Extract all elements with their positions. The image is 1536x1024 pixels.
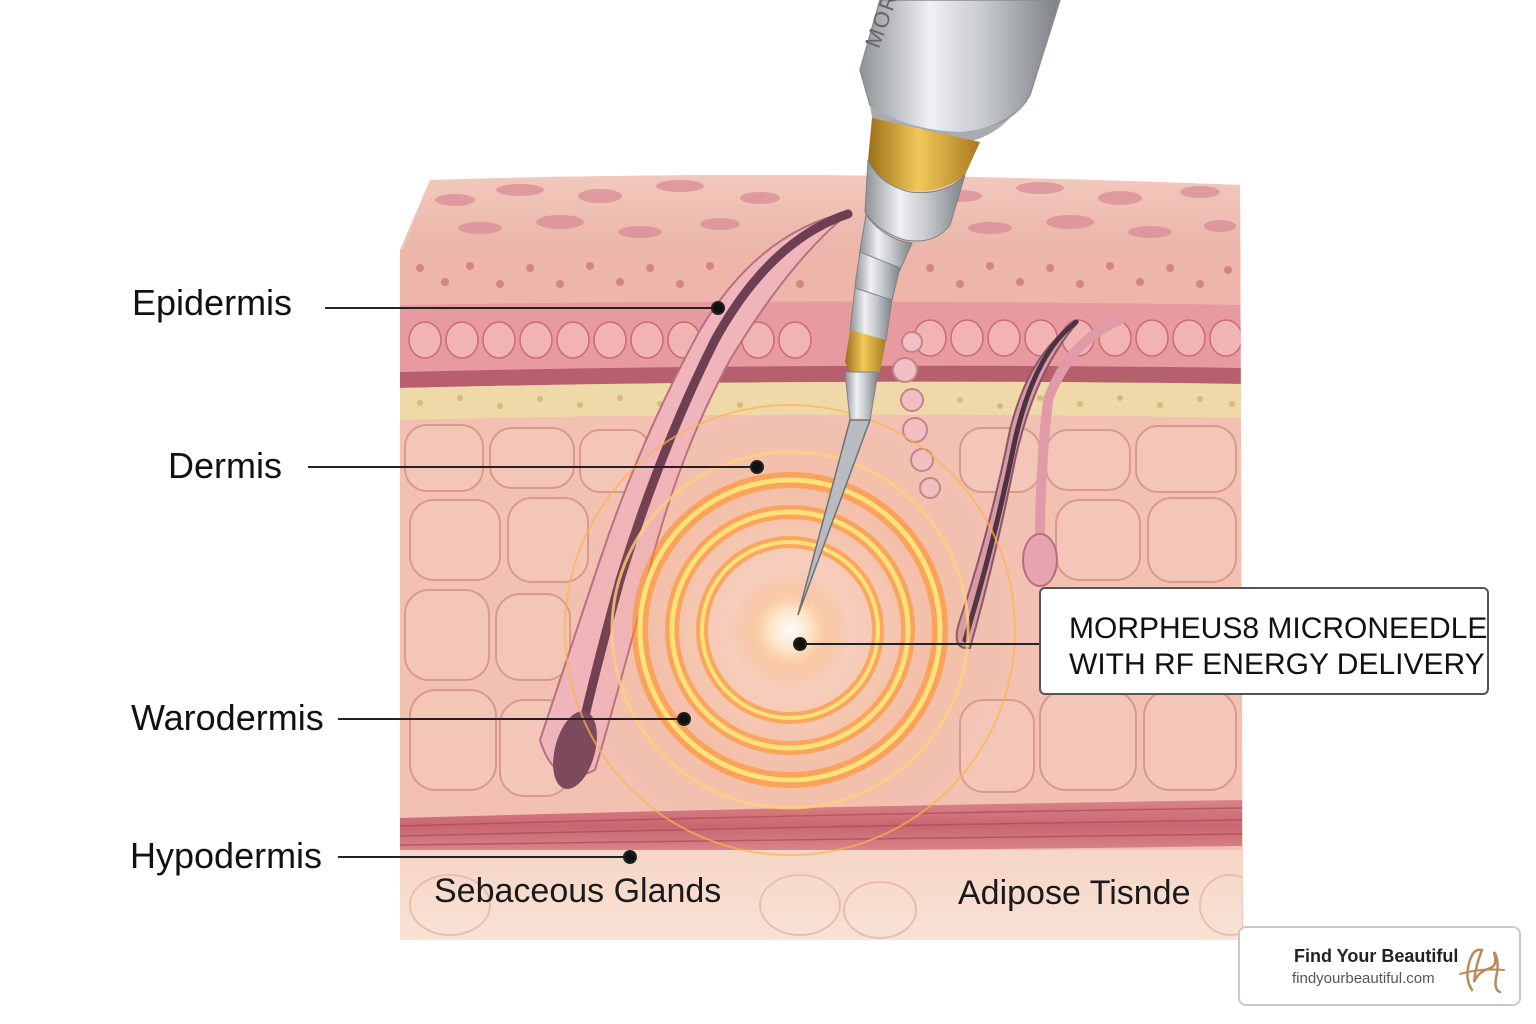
brand-logo-icon [1459, 948, 1505, 994]
callout-line-2: WITH RF ENERGY DELIVERY [1069, 648, 1485, 681]
granular-layer [400, 245, 1242, 305]
label-warodermis: Warodermis [131, 697, 324, 738]
gold-collar [868, 118, 980, 191]
label-hypodermis: Hypodermis [130, 835, 323, 876]
brand-url: findyourbeautiful.com [1292, 970, 1435, 987]
dermis-cells [404, 424, 1237, 797]
microneedle [797, 419, 872, 616]
label-dermis: Dermis [168, 445, 282, 486]
label-epidermis: Epidermis [132, 282, 293, 323]
brand-title: Find Your Beautiful [1294, 946, 1459, 966]
label-sebaceous-glands: Sebaceous Glands [434, 872, 722, 910]
brand-badge: Find Your Beautiful findyourbeautiful.co… [1238, 926, 1521, 1006]
label-adipose-tissue: Adipose Tisnde [958, 874, 1191, 912]
callout-line-1: MORPHEUS8 MICRONEEDLE [1069, 612, 1488, 645]
adipose-layer [400, 850, 1242, 940]
leader-lines [308, 301, 1039, 864]
skin-cross-section [400, 175, 1243, 940]
callout-box: MORPHEUS8 MICRONEEDLE WITH RF ENERGY DEL… [1039, 587, 1489, 695]
rf-energy-rings [564, 404, 1016, 856]
morpheus8-handpiece [797, 0, 1061, 616]
